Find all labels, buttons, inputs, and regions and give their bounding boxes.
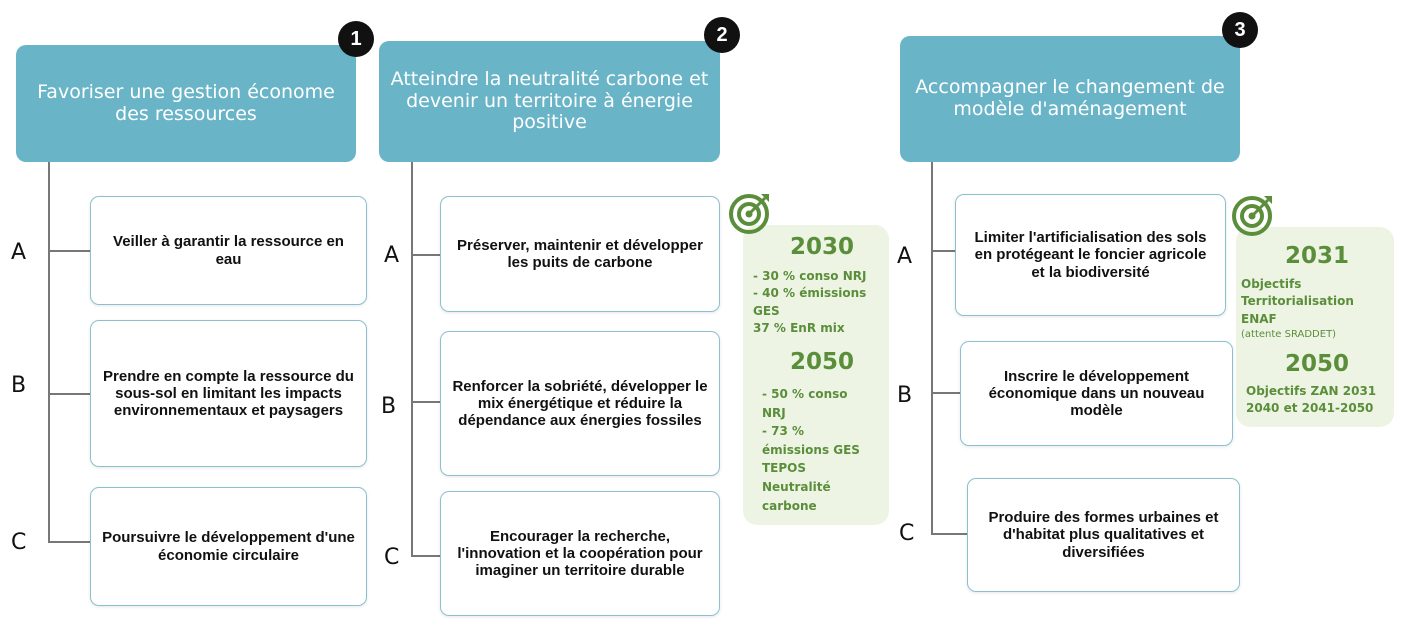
axis-1-item-b: Prendre en compte la ressource du sous-s… — [90, 320, 367, 467]
axis-3-letter-a: A — [897, 244, 913, 269]
axis-3-target-icon — [1232, 196, 1272, 236]
axis-1-header: Favoriser une gestion économe des ressou… — [16, 45, 356, 162]
axis-3-target-2031-year: 2031 — [1285, 243, 1350, 269]
axis-2-target-2050-year: 2050 — [790, 349, 855, 375]
axis-2-item-b: Renforcer la sobriété, développer le mix… — [440, 331, 720, 476]
axis-3-target-2050-year: 2050 — [1285, 351, 1350, 377]
axis-3-item-c: Produire des formes urbaines et d'habita… — [967, 478, 1240, 592]
axis-3-title: Accompagner le changement de modèle d'am… — [915, 76, 1225, 120]
axis-2-item-a: Préserver, maintenir et développer les p… — [440, 196, 720, 312]
axis-1-item-b-label: Prendre en compte la ressource du sous-s… — [103, 367, 354, 420]
axis-3-targets-panel — [1236, 227, 1394, 427]
axis-3-connector — [931, 162, 933, 534]
axis-2-letter-b: B — [381, 394, 397, 419]
axis-3-item-a: Limiter l'artificialisation des sols en … — [955, 194, 1226, 316]
axis-3-item-a-label: Limiter l'artificialisation des sols en … — [974, 229, 1207, 281]
axis-1-letter-b: B — [11, 373, 27, 398]
axis-1-title: Favoriser une gestion économe des ressou… — [37, 80, 335, 125]
axis-1-item-a: Veiller à garantir la ressource en eau — [90, 196, 367, 305]
axis-1-item-a-label: Veiller à garantir la ressource en eau — [113, 233, 344, 268]
axis-3-header: Accompagner le changement de modèle d'am… — [900, 36, 1240, 162]
axis-2-title: Atteindre la neutralité carbone et deven… — [390, 67, 709, 134]
axis-3-item-c-label: Produire des formes urbaines et d'habita… — [988, 509, 1219, 561]
axis-1-connector — [48, 162, 50, 542]
axis-2-number-badge: 2 — [704, 17, 740, 53]
axis-3-target-2050-details: Objectifs ZAN 2031 2040 et 2041-2050 — [1246, 384, 1377, 416]
axis-2-target-2030-year: 2030 — [790, 234, 855, 260]
axis-1-number-badge: 1 — [338, 21, 374, 57]
axis-2-letter-a: A — [384, 243, 400, 268]
axis-3-letter-c: C — [899, 521, 915, 546]
axis-2-targets-panel — [743, 225, 889, 525]
axis-1-item-c: Poursuivre le développement d'une économ… — [90, 487, 367, 606]
axis-1-item-c-label: Poursuivre le développement d'une économ… — [102, 529, 355, 564]
axis-3-target-2031-details: Objectifs Territorialisation ENAF (atten… — [1241, 277, 1354, 341]
axis-3-number-badge: 3 — [1222, 12, 1258, 48]
axis-3-item-b: Inscrire le développement économique dan… — [960, 341, 1233, 446]
axis-1-letter-a: A — [11, 240, 27, 265]
axis-2-connector — [411, 162, 413, 556]
axis-3-item-b-label: Inscrire le développement économique dan… — [988, 367, 1205, 420]
axis-3-letter-b: B — [897, 383, 913, 408]
axis-2-target-icon — [729, 194, 769, 234]
axis-1-letter-c: C — [11, 530, 27, 555]
axis-2-header: Atteindre la neutralité carbone et deven… — [379, 41, 720, 162]
axis-2-target-2030-details: - 30 % conso NRJ - 40 % émissions GES 37… — [753, 269, 867, 336]
axis-2-item-c-label: Encourager la recherche, l'innovation et… — [457, 527, 703, 580]
axis-2-item-a-label: Préserver, maintenir et développer les p… — [457, 236, 703, 271]
axis-2-item-c: Encourager la recherche, l'innovation et… — [440, 491, 720, 616]
axis-2-target-2050-details: - 50 % conso NRJ - 73 % émissions GES TE… — [762, 387, 860, 513]
axis-2-letter-c: C — [384, 545, 400, 570]
axis-2-item-b-label: Renforcer la sobriété, développer le mix… — [452, 377, 708, 430]
